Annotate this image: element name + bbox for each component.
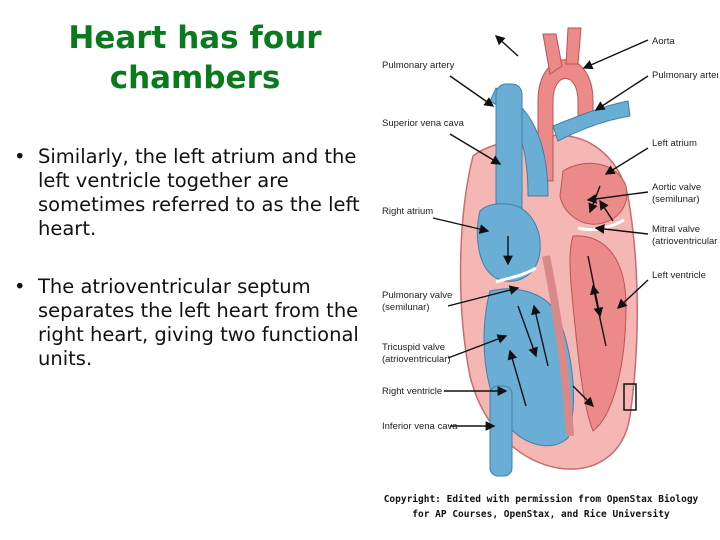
left-ventricle bbox=[569, 235, 627, 432]
right-atrium bbox=[476, 203, 541, 282]
label-pulmonary-valve-1: Pulmonary valve bbox=[382, 290, 452, 301]
right-labels: Aorta Pulmonary artery Left atrium Aorti… bbox=[652, 36, 718, 281]
septum bbox=[542, 255, 574, 437]
tricuspid-valve bbox=[495, 266, 537, 284]
label-superior-vena-cava: Superior vena cava bbox=[382, 118, 465, 129]
aorta-branches bbox=[542, 27, 582, 75]
label-mitral-valve-1: Mitral valve bbox=[652, 224, 700, 235]
right-pointers bbox=[582, 39, 649, 309]
bullet-left-heart: Similarly, the left atrium and the left … bbox=[10, 145, 378, 241]
flow-arrows bbox=[494, 35, 614, 407]
copyright-line-1: Copyright: Edited with permission from O… bbox=[383, 494, 699, 505]
label-tricuspid-valve-1: Tricuspid valve bbox=[382, 342, 445, 353]
label-inferior-vena-cava: Inferior vena cava bbox=[382, 421, 458, 432]
left-atrium bbox=[559, 162, 628, 225]
label-pulmonary-valve-2: (semilunar) bbox=[382, 302, 430, 313]
pulmonary-artery-right bbox=[552, 100, 631, 142]
inferior-vena-cava bbox=[489, 385, 513, 477]
label-left-atrium: Left atrium bbox=[652, 138, 697, 149]
label-aorta: Aorta bbox=[652, 36, 675, 47]
pulmonary-artery-vessel bbox=[489, 87, 549, 197]
bullet-septum: The atrioventricular septum separates th… bbox=[10, 275, 378, 371]
slide-title: Heart has four chambers bbox=[40, 18, 350, 98]
left-pointers bbox=[432, 75, 520, 431]
copyright-notice: Copyright: Edited with permission from O… bbox=[365, 492, 717, 522]
label-pulmonary-artery-left: Pulmonary artery bbox=[382, 60, 455, 71]
highlight-box bbox=[623, 383, 637, 411]
label-mitral-valve-2: (atrioventricular) bbox=[652, 236, 718, 247]
title-line-2: chambers bbox=[109, 60, 281, 96]
bullet-list: Similarly, the left atrium and the left … bbox=[10, 145, 378, 405]
label-pulmonary-artery-right: Pulmonary artery bbox=[652, 70, 718, 81]
label-right-ventricle: Right ventricle bbox=[382, 386, 442, 397]
label-aortic-valve-1: Aortic valve bbox=[652, 182, 701, 193]
heart-diagram: Pulmonary artery Superior vena cava Righ… bbox=[382, 27, 718, 477]
label-right-atrium: Right atrium bbox=[382, 206, 433, 217]
label-aortic-valve-2: (semilunar) bbox=[652, 194, 700, 205]
title-line-1: Heart has four bbox=[68, 20, 322, 56]
label-left-ventricle: Left ventricle bbox=[652, 270, 706, 281]
left-labels: Pulmonary artery Superior vena cava Righ… bbox=[382, 60, 465, 432]
superior-vena-cava bbox=[495, 83, 523, 225]
copyright-line-2: for AP Courses, OpenStax, and Rice Unive… bbox=[412, 509, 670, 520]
label-tricuspid-valve-2: (atrioventricular) bbox=[382, 354, 451, 365]
